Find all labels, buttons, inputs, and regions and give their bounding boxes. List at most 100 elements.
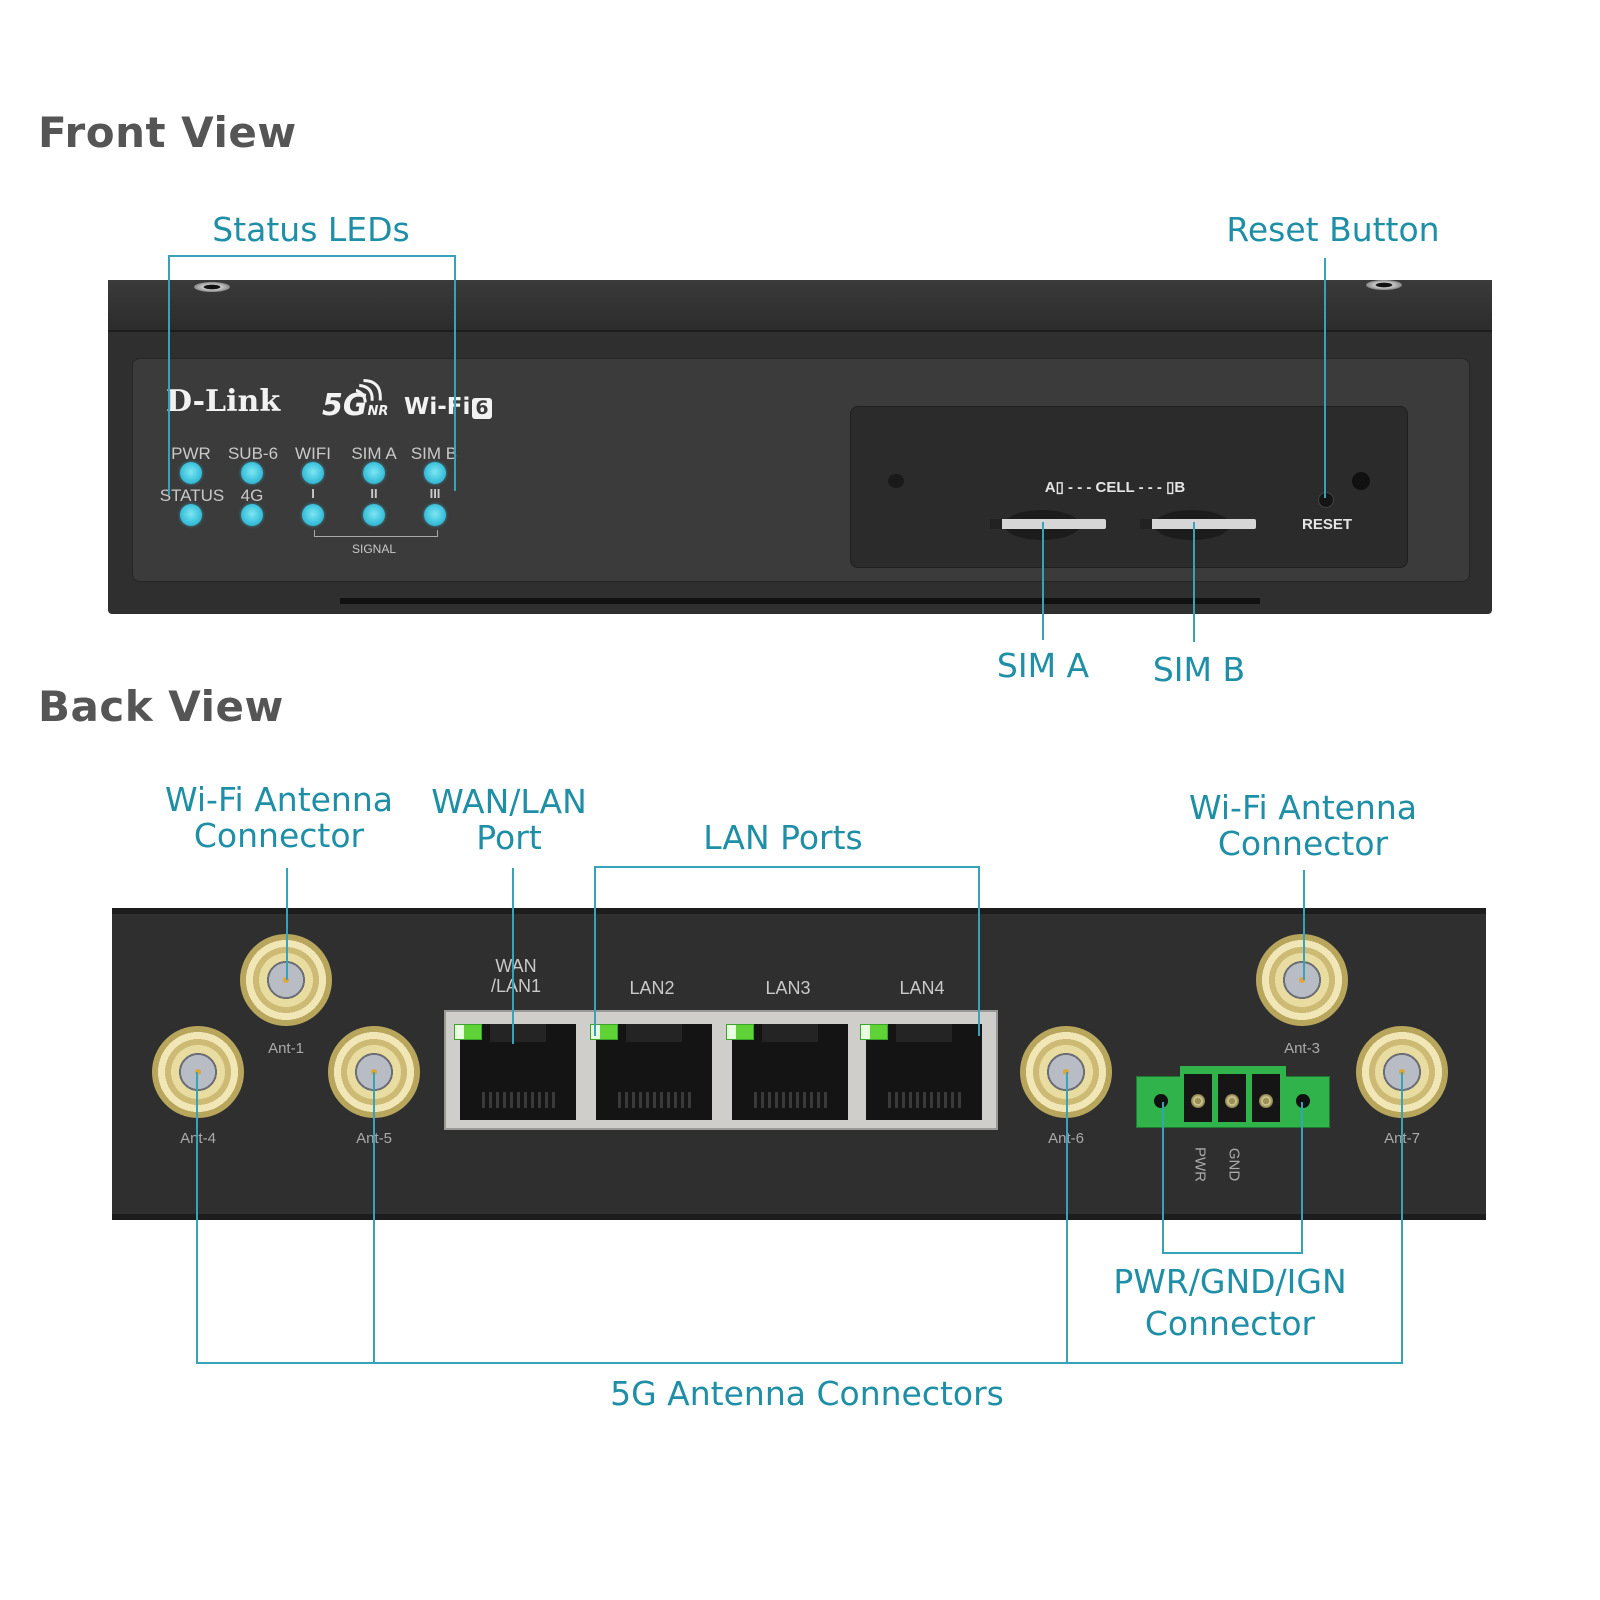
ant-4-label: Ant-4 <box>168 1130 228 1147</box>
terminal-pin-3-screw <box>1259 1094 1273 1108</box>
led-label-wifi: WIFI <box>295 444 331 463</box>
lan4-led <box>860 1024 888 1040</box>
5g-leader-ant7 <box>1401 1072 1403 1364</box>
terminal-pin-1-screw <box>1191 1094 1205 1108</box>
terminal-mount-hole-right <box>1296 1094 1310 1108</box>
callout-power-l1: PWR/GND/IGN <box>1113 1262 1347 1301</box>
lan2-led <box>590 1024 618 1040</box>
wifi6-number: 6 <box>472 398 492 419</box>
ant-6-label: Ant-6 <box>1036 1130 1096 1147</box>
lan4-port[interactable] <box>866 1024 982 1120</box>
5g-leader-ant4 <box>196 1072 198 1364</box>
lan2-port[interactable] <box>596 1024 712 1120</box>
screw-right <box>1366 280 1402 290</box>
wan-lan1-led <box>454 1024 482 1040</box>
terminal-pin-2 <box>1218 1074 1246 1122</box>
callout-wan-lan-l1: WAN/LAN <box>431 782 587 821</box>
sim-cover-panel <box>850 406 1408 568</box>
callout-wan-lan-l2: Port <box>476 818 542 857</box>
status-leds-bracket-right <box>454 255 456 491</box>
led-label-status: STATUS <box>159 486 225 505</box>
ethernet-port-housing <box>444 1010 998 1130</box>
port-label-lan3: LAN3 <box>765 978 811 998</box>
callout-power-l2: Connector <box>1144 1304 1316 1343</box>
led-label-signal-3: III <box>429 486 441 501</box>
callout-sim-b: SIM B <box>1152 650 1246 689</box>
ant-3-label: Ant-3 <box>1284 1040 1320 1057</box>
panel-screw-right <box>1352 472 1370 490</box>
port-label-wan-l2: /LAN1 <box>490 976 542 996</box>
terminal-pin-2-screw <box>1225 1094 1239 1108</box>
lan-ports-bracket-left <box>594 866 596 1036</box>
led-4g <box>241 504 263 526</box>
led-sim-a <box>363 462 385 484</box>
5g-leader-ant5 <box>373 1072 375 1364</box>
sim-a-leader <box>1042 522 1044 640</box>
wifi-antenna-left-leader <box>286 868 288 980</box>
panel-screw-left <box>888 474 904 488</box>
led-status <box>180 504 202 526</box>
lan3-led <box>726 1024 754 1040</box>
led-label-pwr: PWR <box>171 444 211 463</box>
terminal-label-gnd: GND <box>1225 1147 1243 1182</box>
lan4-port-pins <box>884 1092 964 1108</box>
wireless-waves-icon <box>356 379 382 403</box>
5g-bracket-bottom <box>196 1362 1403 1364</box>
ant-3-connector[interactable] <box>1256 934 1348 1026</box>
led-label-signal-1: I <box>311 486 315 501</box>
led-pwr <box>180 462 202 484</box>
signal-bracket <box>314 530 438 537</box>
port-label-wan-l1: WAN <box>495 956 537 976</box>
lan2-port-pins <box>614 1092 694 1108</box>
wifi-antenna-right-leader <box>1303 870 1305 980</box>
reset-button-leader <box>1324 258 1326 498</box>
led-signal-1 <box>302 504 324 526</box>
lan-ports-bracket-right <box>978 866 980 1036</box>
port-label-lan2: LAN2 <box>629 978 675 998</box>
lan2-port-tab <box>626 1024 682 1042</box>
status-leds-bracket-left <box>168 255 170 495</box>
front-view-title: Front View <box>38 108 297 157</box>
lan-ports-bracket-top <box>594 866 980 868</box>
led-label-signal-2: II <box>370 486 378 501</box>
5g-leader-ant6 <box>1066 1072 1068 1364</box>
callout-wifi-antenna-left-l1: Wi-Fi Antenna <box>164 780 393 819</box>
wan-lan-leader <box>512 868 514 1044</box>
ant-1-label: Ant-1 <box>268 1040 304 1057</box>
status-leds-bracket-top <box>168 255 456 257</box>
signal-label: SIGNAL <box>351 542 396 556</box>
power-bracket-right <box>1301 1102 1303 1254</box>
led-wifi <box>302 462 324 484</box>
sim-b-leader <box>1193 522 1195 642</box>
callout-wifi-antenna-right-l2: Connector <box>1217 824 1389 863</box>
led-sub6 <box>241 462 263 484</box>
wan-lan1-port-tab <box>490 1024 546 1042</box>
led-label-4g: 4G <box>240 486 264 505</box>
callout-wifi-antenna-right-l1: Wi-Fi Antenna <box>1188 788 1417 827</box>
callout-5g-antenna-connectors: 5G Antenna Connectors <box>610 1374 1004 1413</box>
ant-4-connector[interactable] <box>152 1026 244 1118</box>
lan3-port-pins <box>750 1092 830 1108</box>
callout-reset-button: Reset Button <box>1226 210 1440 249</box>
lan4-port-tab <box>896 1024 952 1042</box>
reset-button[interactable] <box>1318 492 1334 508</box>
callout-status-leds: Status LEDs <box>212 210 410 249</box>
terminal-pin-3 <box>1252 1074 1280 1122</box>
reset-label: RESET <box>1301 516 1352 533</box>
chassis-top-lip <box>108 280 1492 332</box>
led-sim-b <box>424 462 446 484</box>
lan3-port-tab <box>762 1024 818 1042</box>
led-signal-2 <box>363 504 385 526</box>
power-bracket-left <box>1162 1102 1164 1254</box>
led-label-sub6: SUB-6 <box>227 444 279 463</box>
chassis-bottom-slot <box>340 598 1260 604</box>
lan3-port[interactable] <box>732 1024 848 1120</box>
callout-lan-ports: LAN Ports <box>703 818 863 857</box>
callout-wifi-antenna-left-l2: Connector <box>193 816 365 855</box>
sim-b-slot[interactable] <box>1140 510 1256 540</box>
terminal-label-pwr: PWR <box>1191 1147 1209 1182</box>
wan-lan1-port[interactable] <box>460 1024 576 1120</box>
terminal-mount-hole-left <box>1154 1094 1168 1108</box>
brand-logo: D-Link <box>166 384 281 419</box>
